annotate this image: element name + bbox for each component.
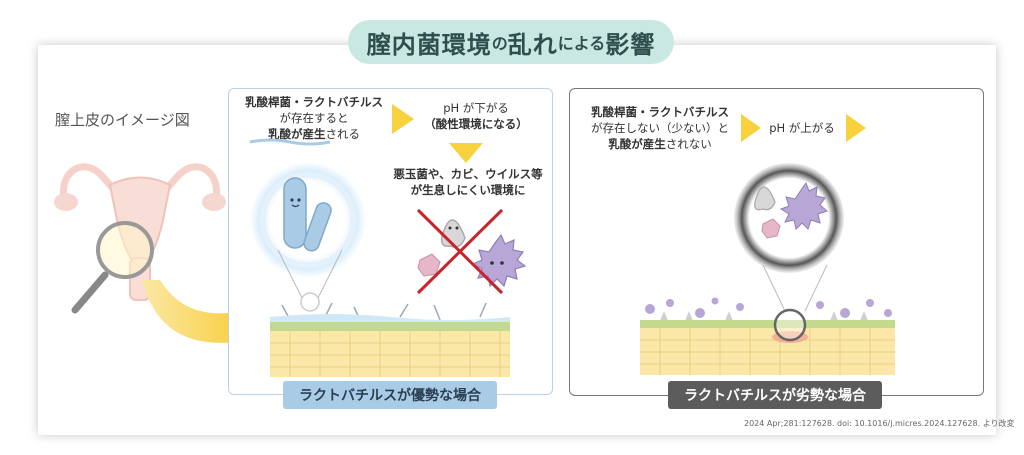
arrow-down-icon <box>449 143 483 163</box>
pathogen-cluster <box>734 163 844 273</box>
right-text-line1: 乳酸桿菌・ラクトバチルス <box>591 105 729 119</box>
zoom-lines <box>277 249 343 299</box>
badge-inferior: ラクトバチルスが劣勢な場合 <box>668 381 882 409</box>
right-text-block: 乳酸桿菌・ラクトバチルス が存在しない（少ない）と 乳酸が産生されない <box>580 104 740 152</box>
arrow-right-icon <box>392 104 414 134</box>
right-text-line3a: 乳酸が産生 <box>608 137 666 151</box>
right-text-line3b: されない <box>665 137 712 151</box>
left-text-line2: が存在すると <box>279 111 349 125</box>
left-ph-line2: （酸性環境になる） <box>424 117 528 131</box>
magnifier-icon <box>71 221 154 314</box>
magnifier-ring <box>773 308 807 342</box>
pathogens-crossed <box>416 208 527 295</box>
underline-wave <box>249 138 331 146</box>
title-part3: 乱れ <box>507 30 558 59</box>
left-text-line3a: 乳酸が産生 <box>268 127 326 141</box>
arrow-right-icon <box>846 114 866 142</box>
citation-text: 2024 Apr;281:127628. doi: 10.1016/j.micr… <box>744 419 1015 428</box>
badge-dominant: ラクトバチルスが優勢な場合 <box>283 381 497 409</box>
left-text-line1: 乳酸桿菌・ラクトバチルス <box>245 95 383 109</box>
virus-icon <box>779 181 828 230</box>
right-ph-line1: pH が上がる <box>769 121 835 135</box>
arrow-right-icon <box>741 114 761 142</box>
title-part5: 影響 <box>605 30 656 59</box>
title-part4: による <box>557 34 606 53</box>
left-result-block: 悪玉菌や、カビ、ウイルス等 が生息しにくい環境に <box>388 166 548 198</box>
epithelium-healthy <box>270 292 510 377</box>
left-text-block: 乳酸桿菌・ラクトバチルス が存在すると 乳酸が産生される <box>234 94 394 142</box>
left-result-line1: 悪玉菌や、カビ、ウイルス等 <box>393 167 543 181</box>
lactobacillus-glow <box>250 162 366 278</box>
left-text-line3b: される <box>325 127 361 141</box>
fungus-icon <box>754 186 776 211</box>
zoom-lines <box>762 264 828 312</box>
epithelium-damaged <box>640 297 895 375</box>
title-part1: 膣内菌環境 <box>366 30 492 59</box>
page-title: 膣内菌環境の乱れによる影響 <box>348 20 674 64</box>
left-result-line2: が生息しにくい環境に <box>410 183 526 197</box>
image-label: 膣上皮のイメージ図 <box>55 111 190 129</box>
left-ph-line1: pH が下がる <box>443 101 509 115</box>
virus-icon <box>471 233 527 288</box>
bacteria-icon <box>761 218 781 239</box>
right-text-line2: が存在しない（少ない）と <box>591 121 729 135</box>
title-part2: の <box>491 34 508 53</box>
left-ph-block: pH が下がる （酸性環境になる） <box>416 100 536 132</box>
lactobacillus-icon <box>283 177 307 249</box>
